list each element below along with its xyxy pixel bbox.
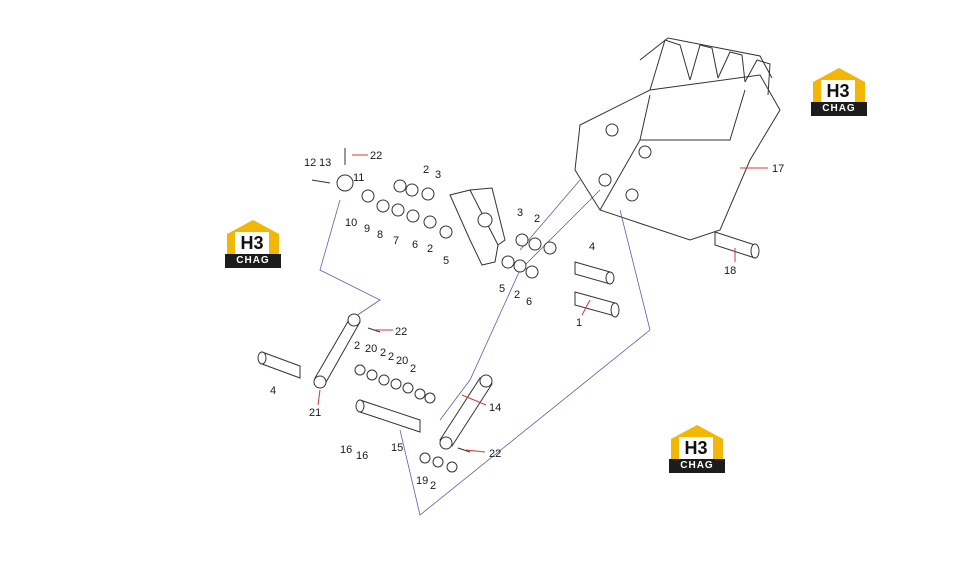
callout-16: 16 (340, 444, 352, 456)
bucket-pivot-hole-lower (638, 145, 652, 159)
callout-3: 3 (517, 207, 523, 219)
pin-18 (714, 231, 760, 259)
callout-2: 2 (427, 243, 433, 255)
callout-2: 2 (410, 363, 416, 375)
callout-16: 16 (356, 450, 368, 462)
callout-22: 22 (395, 326, 407, 338)
callout-22: 22 (370, 150, 382, 162)
bucket-body (574, 37, 781, 241)
callout-2: 2 (354, 340, 360, 352)
callout-14: 14 (489, 402, 501, 414)
callout-6: 6 (526, 296, 532, 308)
callout-5: 5 (499, 283, 505, 295)
brand-logo-bottom-right: H3 CHAG (669, 425, 725, 477)
washer-set-lower (354, 364, 458, 473)
bolts (311, 148, 471, 453)
callout-2: 2 (534, 213, 540, 225)
callout-20: 20 (365, 343, 377, 355)
callout-9: 9 (364, 223, 370, 235)
callout-10: 10 (345, 217, 357, 229)
callout-19: 19 (416, 475, 428, 487)
callout-17: 17 (772, 163, 784, 175)
pin-4-upper (574, 261, 615, 285)
callout-3: 3 (435, 169, 441, 181)
callout-7: 7 (393, 235, 399, 247)
bucket-link-hole-lower (625, 188, 639, 202)
callout-20: 20 (396, 355, 408, 367)
callout-2: 2 (423, 164, 429, 176)
arm-end (449, 187, 506, 266)
link-14 (439, 374, 493, 450)
pin-4-lower (257, 351, 301, 379)
callout-labels: 12 13 22 11 10 9 8 7 6 2 5 2 3 3 2 4 5 2… (270, 150, 784, 492)
callout-2: 2 (514, 289, 520, 301)
link-21 (313, 313, 361, 389)
callout-2: 2 (380, 347, 386, 359)
callout-1: 1 (576, 317, 582, 329)
bucket-pivot-hole-upper (605, 123, 619, 137)
brand-logo-left: H3 CHAG (225, 220, 281, 272)
assembly-guide-lines (319, 179, 651, 516)
callout-2: 2 (388, 351, 394, 363)
callout-18: 18 (724, 265, 736, 277)
callout-21: 21 (309, 407, 321, 419)
callout-8: 8 (377, 229, 383, 241)
callout-4: 4 (270, 385, 276, 397)
callout-5: 5 (443, 255, 449, 267)
callout-12: 12 (304, 157, 316, 169)
callout-13: 13 (319, 157, 331, 169)
callout-6: 6 (412, 239, 418, 251)
callout-4: 4 (589, 241, 595, 253)
callout-2: 2 (430, 480, 436, 492)
callout-22: 22 (489, 448, 501, 460)
washer-set-upper (336, 174, 557, 279)
callout-15: 15 (391, 442, 403, 454)
pin-1 (574, 291, 620, 318)
brand-logo-top-right: H3 CHAG (811, 68, 867, 120)
bucket-link-hole-upper (598, 173, 612, 187)
callout-11: 11 (353, 172, 364, 184)
pin-15 (355, 399, 421, 433)
leader-lines (317, 154, 768, 453)
